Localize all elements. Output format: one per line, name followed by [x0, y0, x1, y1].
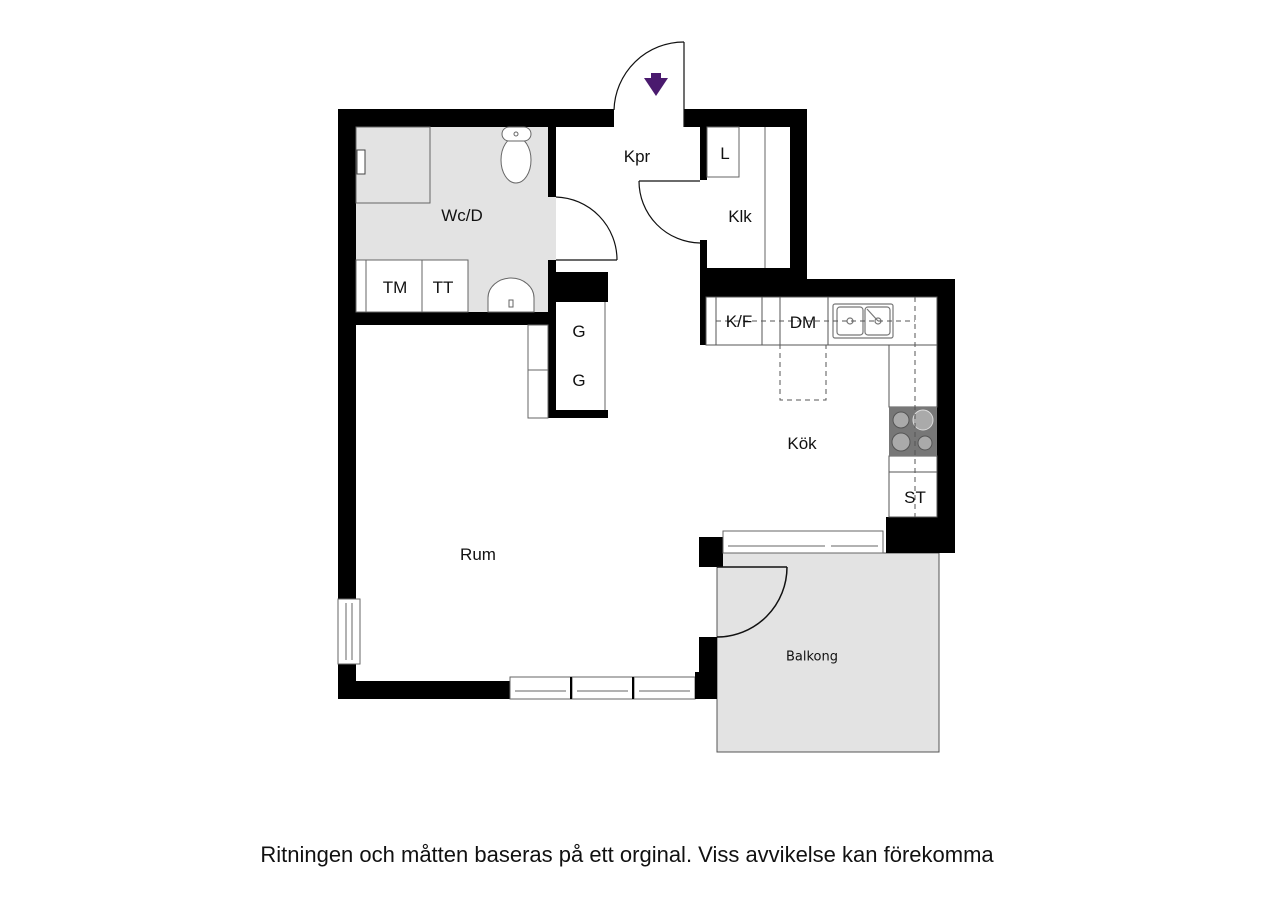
balcony-area — [716, 552, 940, 753]
fixture-label-kf: K/F — [725, 312, 753, 331]
room-label-kpr: Kpr — [623, 147, 651, 166]
disclaimer-caption: Ritningen och måtten baseras på ett orgi… — [260, 842, 994, 867]
room-label-balkong: Balkong — [785, 649, 839, 665]
bathroom-door-sill — [548, 197, 556, 260]
fixture-label-g2: G — [572, 371, 586, 390]
entrance-arrow-stem — [651, 73, 661, 81]
walls — [338, 109, 955, 699]
upper-cabinet-lines — [716, 297, 916, 517]
stove-icon — [889, 407, 937, 456]
fixture-label-g1: G — [572, 322, 586, 341]
entrance-arrow-icon — [644, 78, 668, 96]
fixture-label-dm: DM — [789, 313, 817, 332]
room-label-rum: Rum — [460, 545, 496, 564]
room-label-wc-d: Wc/D — [441, 206, 483, 225]
fixture-label-tt: TT — [432, 278, 454, 297]
hall-cabinets — [527, 302, 606, 419]
entrance-door — [613, 41, 685, 127]
room-label-klk: Klk — [728, 207, 752, 226]
fixture-label-tm: TM — [382, 278, 408, 297]
closet-shelves — [706, 126, 766, 268]
room-label-kok: Kök — [787, 434, 817, 453]
balcony-door — [716, 566, 788, 638]
closet-door — [638, 180, 701, 244]
bathroom-door — [555, 196, 618, 261]
bathroom-fixtures — [355, 126, 535, 313]
room-label-linen: L — [720, 144, 730, 163]
window-mullions — [570, 672, 717, 699]
fixture-label-st: ST — [904, 488, 926, 507]
